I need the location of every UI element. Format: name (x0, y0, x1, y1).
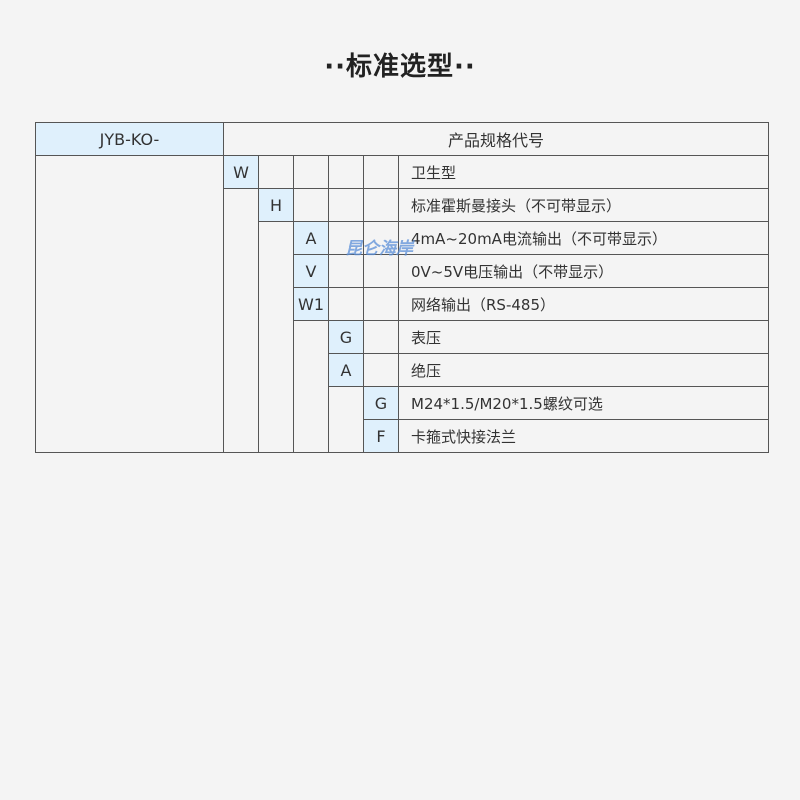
selection-table: JYB-KO-产品规格代号 W 卫生型 H 标准霍斯曼接头（不可带显示） A 4mA~… (35, 122, 769, 453)
desc-cell: 卡箍式快接法兰 (398, 419, 769, 453)
code-cell: G (328, 320, 364, 354)
model-prefix: JYB-KO- (35, 122, 224, 156)
desc-cell: 卫生型 (398, 155, 769, 189)
desc-cell: M24*1.5/M20*1.5螺纹可选 (398, 386, 769, 420)
watermark-logo: 昆仑海岸 (345, 239, 413, 259)
code-cell: A (293, 221, 329, 255)
code-cell: W1 (293, 287, 329, 321)
desc-cell: 表压 (398, 320, 769, 354)
desc-cell: 0V~5V电压输出（不带显示） (398, 254, 769, 288)
code-cell: G (363, 386, 399, 420)
code-cell: A (328, 353, 364, 387)
desc-cell: 标准霍斯曼接头（不可带显示） (398, 188, 769, 222)
code-cell: V (293, 254, 329, 288)
desc-cell: 4mA~20mA电流输出（不可带显示） (398, 221, 769, 255)
page-title: ··标准选型·· (324, 52, 476, 82)
header-desc: 产品规格代号 (223, 122, 769, 156)
code-cell: H (258, 188, 294, 222)
desc-cell: 绝压 (398, 353, 769, 387)
code-cell: W (223, 155, 259, 189)
code-cell: F (363, 419, 399, 453)
desc-cell: 网络输出（RS-485） (398, 287, 769, 321)
